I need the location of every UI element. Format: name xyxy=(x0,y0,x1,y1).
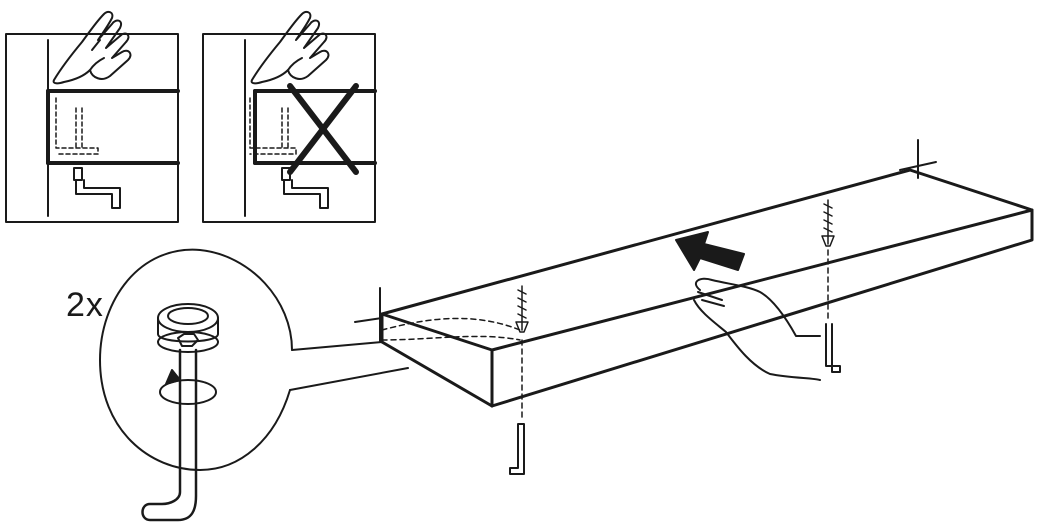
allen-key-icon xyxy=(509,423,525,475)
allen-key-icon xyxy=(281,167,329,209)
incorrect-install-panel xyxy=(202,10,377,223)
cross-mark-icon xyxy=(287,83,359,175)
rotate-arrow-icon xyxy=(159,369,217,405)
allen-key-icon xyxy=(141,348,198,522)
quantity-label: 2x xyxy=(66,286,104,324)
correct-install-panel xyxy=(5,10,180,223)
hand-pointing-icon xyxy=(52,10,132,85)
push-arrow-icon xyxy=(675,231,745,271)
shelf xyxy=(354,139,1034,421)
hand-icon xyxy=(693,277,821,381)
hand-pointing-icon xyxy=(250,10,330,85)
allen-key-icon xyxy=(825,323,841,373)
connector-fitting xyxy=(157,303,219,353)
allen-key-icon xyxy=(73,167,121,209)
screw-icon xyxy=(515,285,529,333)
detail-circle xyxy=(99,248,409,522)
screw-icon xyxy=(821,199,835,247)
